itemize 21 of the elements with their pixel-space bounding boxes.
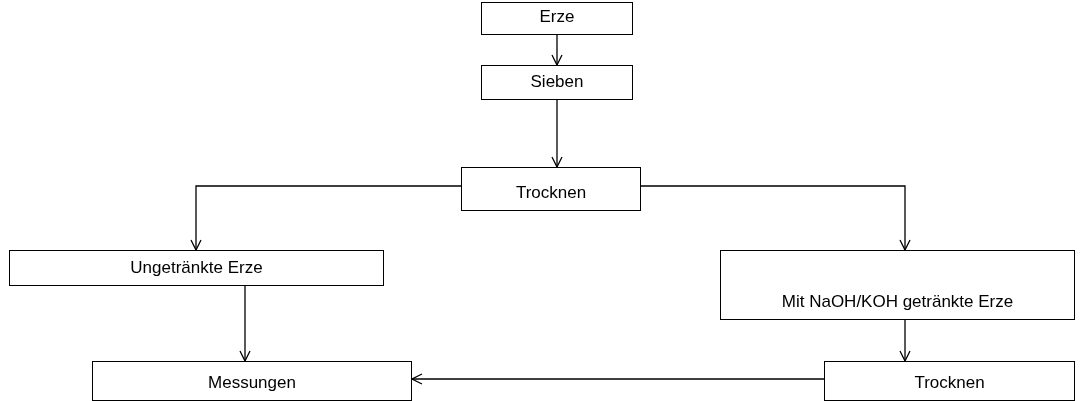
process-box [481, 2, 633, 35]
process-box [92, 361, 412, 401]
box-label: Messungen [208, 372, 296, 395]
process-box [461, 167, 641, 211]
process-box [720, 250, 1075, 320]
process-box [824, 361, 1075, 401]
arrow [411, 373, 825, 385]
arrow [899, 319, 911, 362]
box-label: Erze [539, 6, 575, 29]
arrow [239, 285, 251, 362]
arrow [551, 99, 563, 168]
process-box [481, 65, 633, 100]
box-label: Sieben [530, 71, 584, 94]
process-box [9, 250, 384, 286]
box-label: Ungetränkte Erze [130, 257, 263, 280]
arrow [190, 185, 462, 251]
box-label: Mit NaOH/KOH getränkte Erze [781, 291, 1014, 314]
arrow [640, 185, 911, 251]
box-label: Trocknen [914, 372, 985, 395]
box-label: Trocknen [515, 182, 587, 205]
arrow [551, 34, 563, 66]
